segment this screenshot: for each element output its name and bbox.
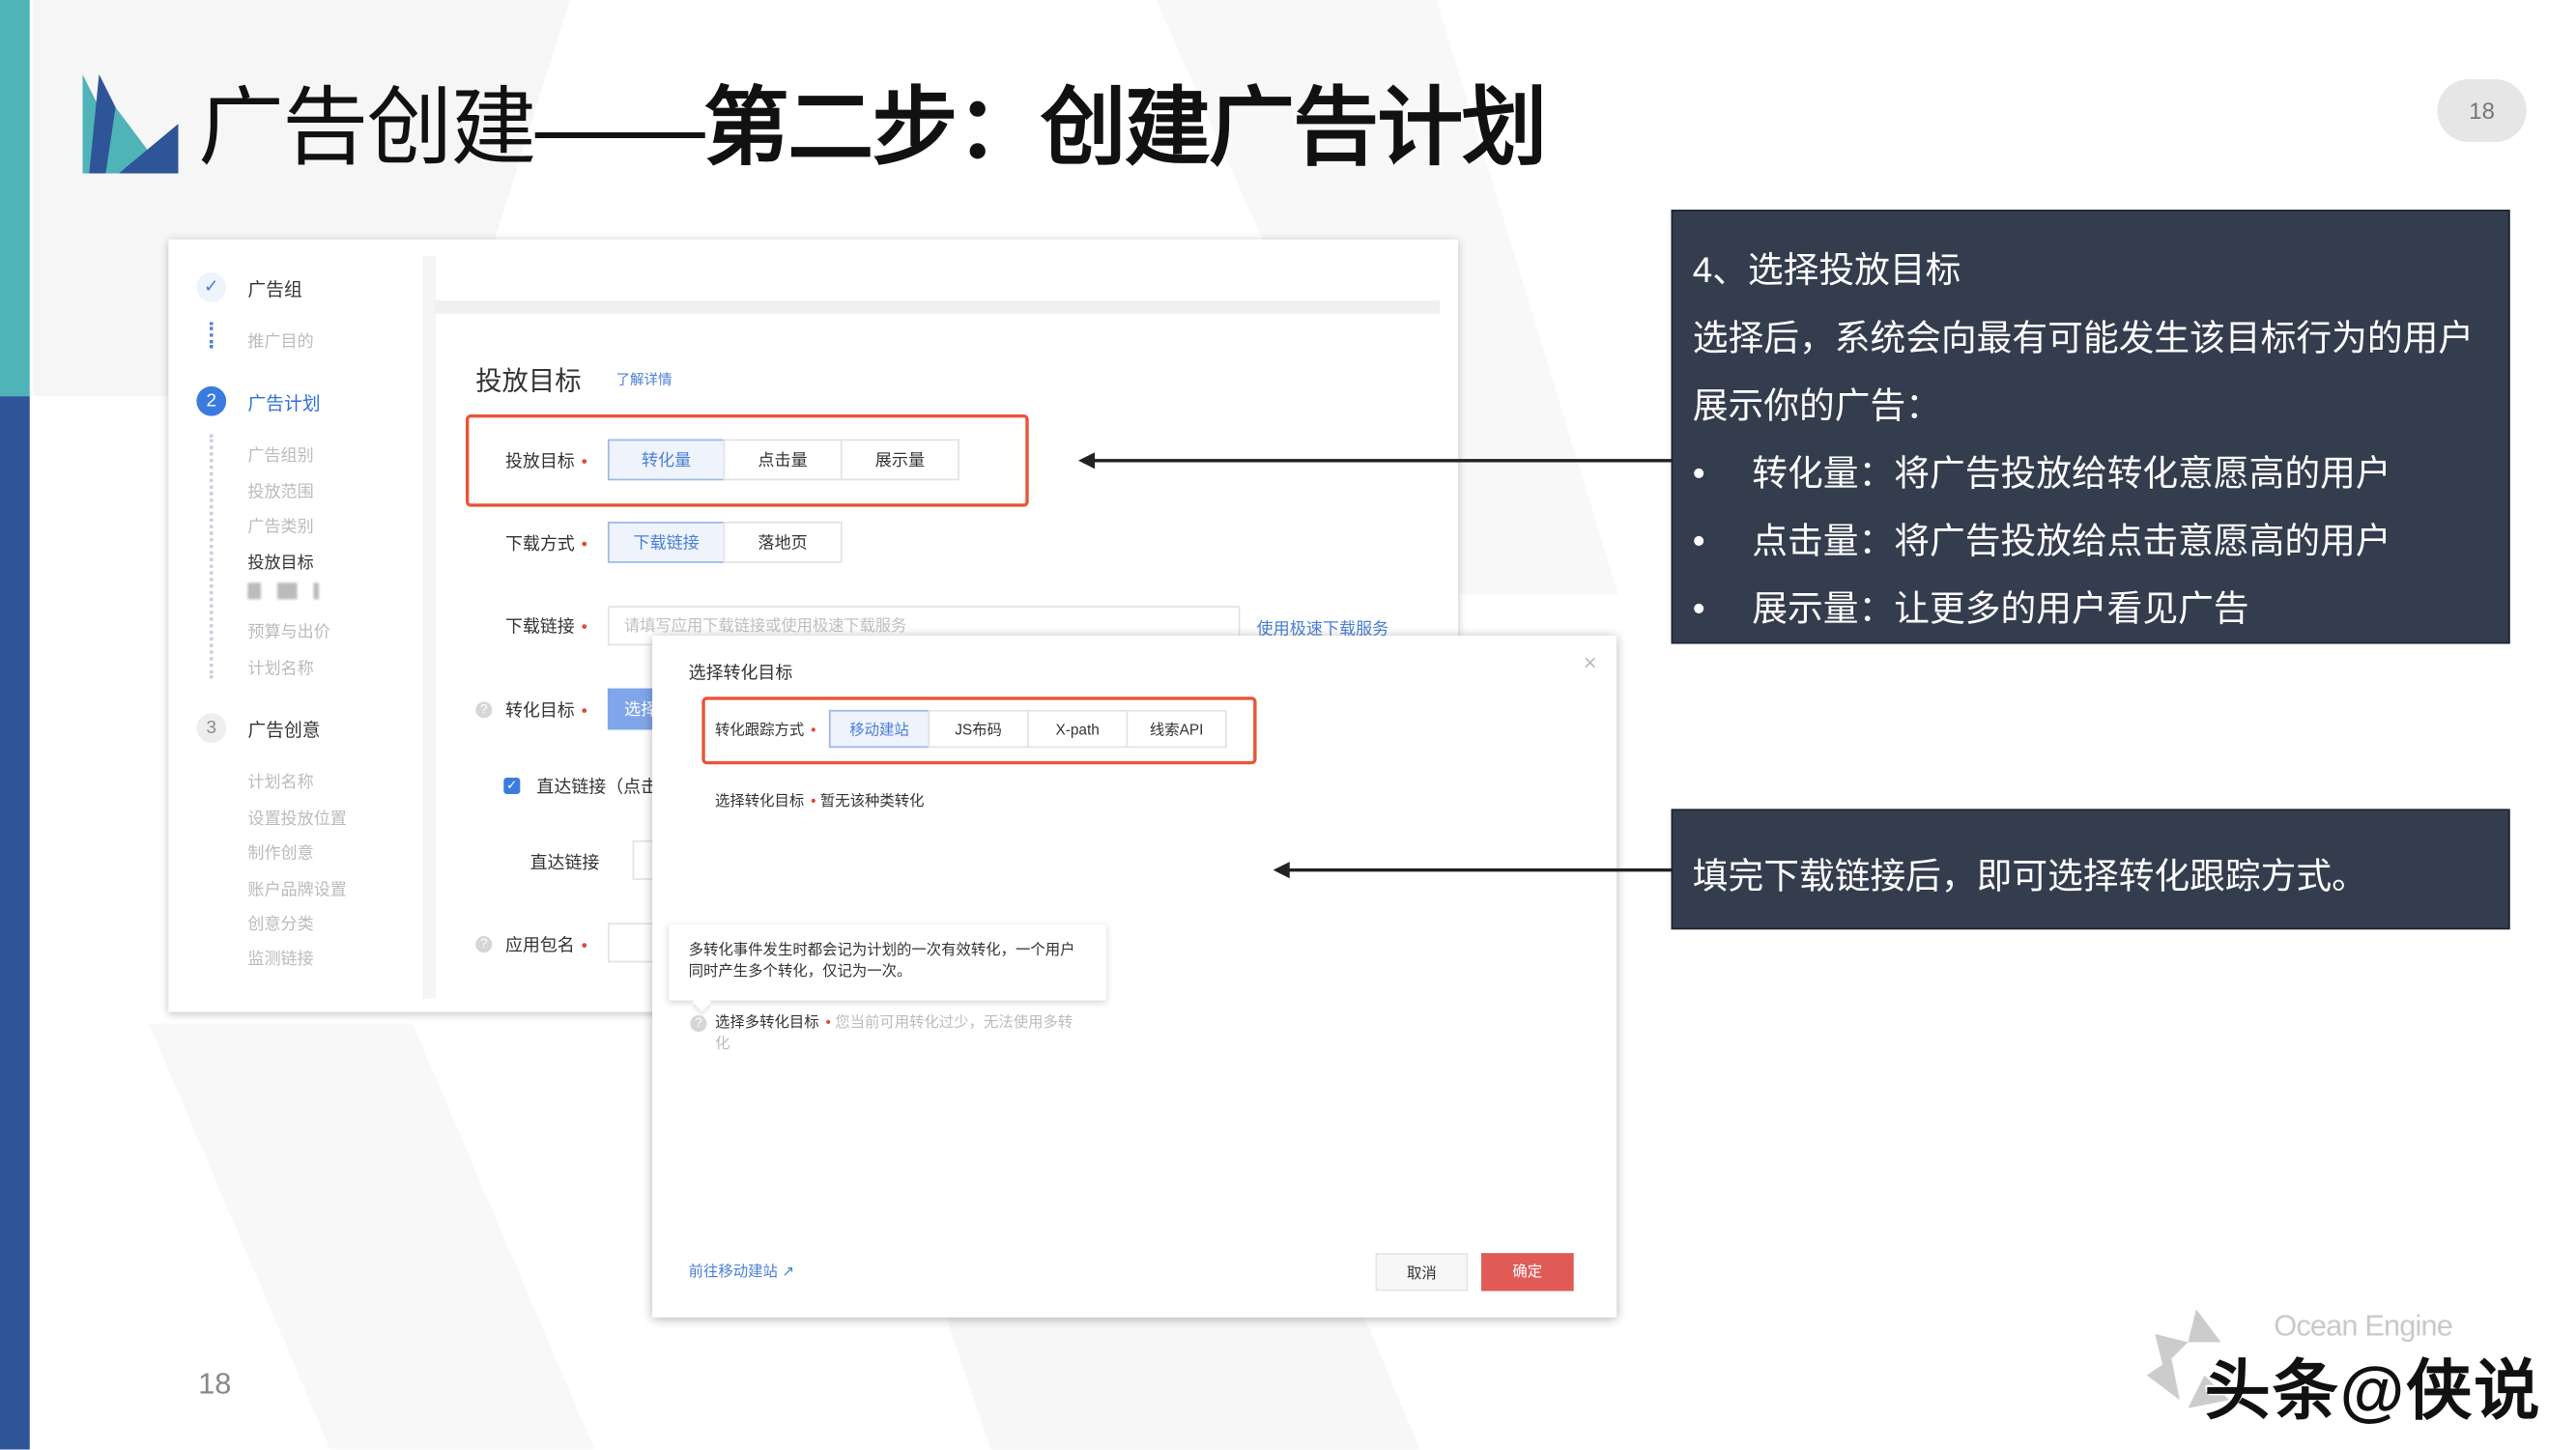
sidebar-item[interactable]: 投放范围 [247, 483, 314, 502]
cancel-button[interactable]: 取消 [1375, 1253, 1469, 1292]
arrow-icon [1077, 453, 1672, 467]
note-bullet: •转化量：将广告投放给转化意愿高的用户 [1692, 453, 2391, 494]
arrow-icon [1273, 863, 1672, 875]
download-link-label: 下载链接• [504, 617, 587, 638]
top-bar [434, 300, 1441, 314]
close-icon[interactable]: × [1583, 648, 1597, 675]
note-bullet: •点击量：将广告投放给点击意愿高的用户 [1692, 522, 2391, 562]
ocean-engine-logo-icon [2146, 1309, 2230, 1408]
watermark-author: 头条@侠说 [2204, 1355, 2542, 1429]
dialog-title: 选择转化目标 [688, 664, 793, 684]
watermark-brand: Ocean Engine [2274, 1309, 2453, 1343]
external-link-icon: ↗ [782, 1263, 795, 1280]
multi-conversion-row: 选择多转化目标• 您当前可用转化过少，无法使用多转化 [714, 1013, 1073, 1052]
sidebar-item[interactable]: 推广目的 [247, 333, 314, 353]
page-badge: 18 [2437, 79, 2527, 142]
help-icon: ? [475, 701, 493, 719]
direct-link-checkbox-label: 直达链接（点击 [536, 777, 659, 798]
blurred-sidebar-item [247, 583, 323, 600]
section-title: 投放目标 [475, 368, 582, 397]
step-3-icon: 3 [196, 713, 227, 744]
step-2-icon: 2 [196, 385, 227, 416]
sidebar-item[interactable]: 计划名称 [247, 774, 314, 793]
tracking-option-xpath[interactable]: X-path [1026, 709, 1129, 749]
accent-bar-teal [0, 0, 30, 397]
tracking-option-api[interactable]: 线索API [1126, 709, 1227, 749]
goto-site-link[interactable]: 前往移动建站 ↗ [688, 1263, 795, 1280]
note-tracking: 填完下载链接后，即可选择转化跟踪方式。 [1671, 809, 2510, 930]
download-option-landing[interactable]: 落地页 [723, 522, 843, 563]
target-option-click[interactable]: 点击量 [723, 439, 843, 481]
sidebar-item[interactable]: 设置投放位置 [247, 810, 347, 829]
help-icon: ? [475, 936, 493, 953]
logo-icon [82, 73, 179, 174]
note-bullet: •展示量：让更多的用户看见广告 [1692, 589, 2249, 630]
sidebar-item[interactable]: 制作创意 [247, 845, 314, 864]
sidebar-item[interactable]: 广告组别 [247, 447, 314, 466]
note-body: 选择后，系统会向最有可能发生该目标行为的用户展示你的广告： [1692, 318, 2475, 426]
confirm-button[interactable]: 确定 [1480, 1253, 1574, 1292]
note-select-target: 4、选择投放目标 选择后，系统会向最有可能发生该目标行为的用户展示你的广告： •… [1671, 210, 2510, 644]
select-target-row: 选择转化目标• 暂无该种类转化 [714, 792, 925, 810]
step-connector [210, 322, 216, 349]
sidebar-item[interactable]: 创意分类 [247, 916, 314, 935]
check-icon: ✓ [196, 271, 227, 302]
conversion-target-label: 转化目标• [504, 701, 587, 722]
download-method-label: 下载方式• [504, 534, 587, 555]
conversion-target-dialog: 选择转化目标 × 转化跟踪方式• 移动建站 JS布码 X-path 线索API … [652, 635, 1617, 1318]
sidebar-item[interactable]: 广告类别 [247, 518, 314, 537]
sidebar-item[interactable]: 预算与出价 [247, 624, 330, 642]
highlight-box [701, 697, 1257, 765]
tooltip: 多转化事件发生时都会记为计划的一次有效转化，一个用户同时产生多个转化，仅记为一次… [669, 924, 1107, 1001]
fast-download-link[interactable]: 使用极速下载服务 [1256, 620, 1389, 640]
target-label: 投放目标• [504, 452, 587, 472]
target-option-conversion[interactable]: 转化量 [607, 439, 726, 481]
sidebar-divider [422, 255, 437, 999]
sidebar-item[interactable]: 计划名称 [247, 660, 314, 679]
direct-link-checkbox[interactable]: ✓ [503, 777, 521, 795]
sidebar-item[interactable]: 账户品牌设置 [247, 881, 347, 900]
page-title: 广告创建——第二步：创建广告计划 [198, 80, 1547, 177]
app-package-label: 应用包名• [504, 936, 587, 956]
download-option-link[interactable]: 下载链接 [607, 522, 726, 563]
step-connector [210, 434, 216, 679]
sidebar-item[interactable]: 监测链接 [247, 951, 314, 970]
direct-link-label: 直达链接 [530, 853, 600, 874]
help-icon[interactable]: ? [690, 1015, 707, 1033]
sidebar-item-active[interactable]: 投放目标 [247, 554, 314, 574]
note-heading: 4、选择投放目标 [1692, 250, 1961, 291]
sidebar-step-plan[interactable]: 广告计划 [247, 394, 321, 414]
tracking-option-js[interactable]: JS布码 [928, 709, 1029, 749]
learn-more-link[interactable]: 了解详情 [615, 371, 673, 388]
accent-bar-blue [0, 396, 30, 1450]
page-number: 18 [198, 1367, 232, 1401]
highlight-box [465, 413, 1029, 507]
sidebar-step-group[interactable]: 广告组 [247, 280, 302, 301]
tracking-label: 转化跟踪方式• [714, 721, 816, 738]
tracking-option-site[interactable]: 移动建站 [828, 709, 930, 749]
target-option-impression[interactable]: 展示量 [840, 439, 959, 481]
sidebar-step-creative[interactable]: 广告创意 [247, 721, 321, 742]
